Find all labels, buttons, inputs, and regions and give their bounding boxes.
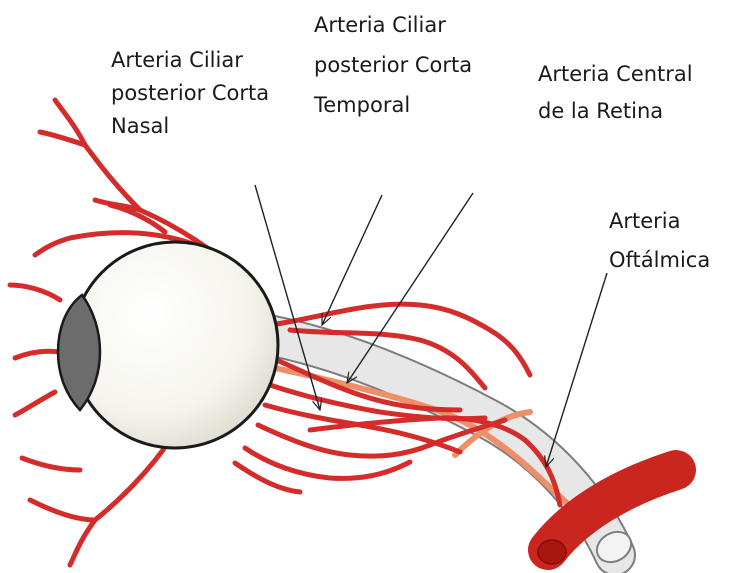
label-arteria-central-retina: Arteria Central de la Retina xyxy=(538,56,693,130)
label-nasal-line-2: posterior Corta xyxy=(111,77,269,110)
label-arteria-ciliar-nasal: Arteria Ciliar posterior Corta Nasal xyxy=(111,44,269,143)
label-temporal-line-1: Arteria Ciliar xyxy=(314,5,472,45)
label-temporal-line-3: Temporal xyxy=(314,85,472,125)
label-oftalmica-line-1: Arteria xyxy=(609,202,710,241)
eyeball xyxy=(58,242,278,448)
label-temporal-line-2: posterior Corta xyxy=(314,45,472,85)
label-central-line-1: Arteria Central xyxy=(538,56,693,93)
label-oftalmica-line-2: Oftálmica xyxy=(609,241,710,280)
label-arteria-oftalmica: Arteria Oftálmica xyxy=(609,202,710,280)
label-arteria-ciliar-temporal: Arteria Ciliar posterior Corta Temporal xyxy=(314,5,472,125)
label-central-line-2: de la Retina xyxy=(538,93,693,130)
label-nasal-line-1: Arteria Ciliar xyxy=(111,44,269,77)
label-nasal-line-3: Nasal xyxy=(111,110,269,143)
ophthalmic-artery-lumen xyxy=(538,540,566,564)
pointer-oftalmica xyxy=(546,273,607,467)
